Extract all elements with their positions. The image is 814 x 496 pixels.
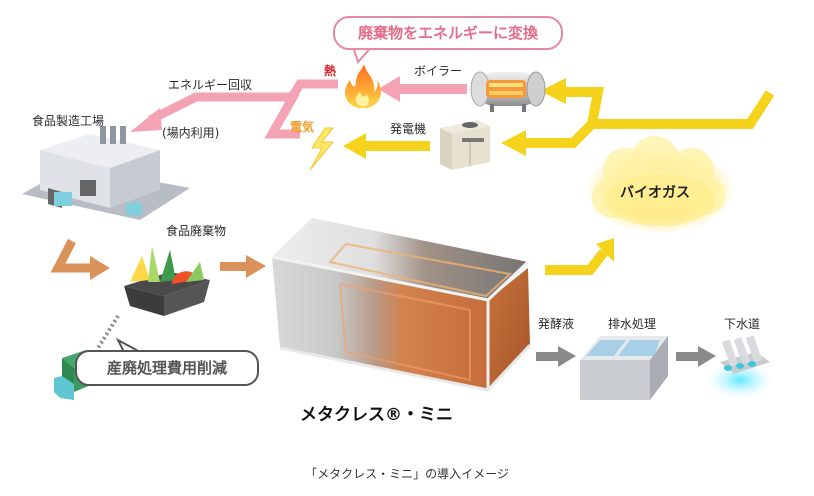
sewer-icon bbox=[708, 335, 772, 398]
flame-icon bbox=[345, 64, 381, 108]
food-waste-basket-icon bbox=[124, 246, 210, 316]
on-site-use-label: (場内利用) bbox=[162, 126, 220, 140]
biogas-cloud bbox=[588, 136, 732, 232]
food-factory-label: 食品製造工場 bbox=[32, 114, 105, 128]
boiler-label: ボイラー bbox=[414, 64, 463, 78]
fermentation-liquid-label: 発酵液 bbox=[538, 317, 575, 331]
energy-conversion-callout: 廃棄物をエネルギーに変換 bbox=[333, 16, 563, 50]
boiler-to-heat-arrow bbox=[378, 76, 467, 102]
boiler-icon bbox=[470, 71, 546, 112]
wastewater-to-sewer-arrow bbox=[676, 346, 716, 367]
waste-to-truck-dotted-arrow bbox=[96, 314, 120, 350]
tank-to-biogas-arrow bbox=[545, 238, 614, 275]
lightning-icon bbox=[309, 127, 335, 171]
wastewater-treatment-icon bbox=[580, 336, 668, 400]
biogas-to-generator-arrow bbox=[501, 120, 596, 156]
figure-caption: 「メタクレス・ミニ」の導入イメージ bbox=[305, 467, 509, 481]
generator-label: 発電機 bbox=[390, 122, 427, 136]
factory-icon bbox=[22, 126, 190, 220]
generator-to-electricity-arrow bbox=[343, 133, 430, 159]
tank-to-wastewater-arrow bbox=[536, 346, 576, 367]
food-waste-label: 食品廃棄物 bbox=[166, 224, 227, 238]
heat-label: 熱 bbox=[324, 64, 337, 78]
factory-to-waste-arrow bbox=[50, 238, 110, 280]
generator-icon bbox=[440, 120, 490, 170]
methacles-mini-tank bbox=[271, 218, 532, 392]
waste-to-tank-arrow bbox=[220, 255, 266, 278]
electricity-label: 電気 bbox=[290, 120, 315, 134]
energy-recovery-label: エネルギー回収 bbox=[168, 78, 253, 92]
wastewater-treatment-label: 排水処理 bbox=[608, 317, 657, 331]
cost-reduction-callout: 産廃処理費用削減 bbox=[75, 350, 259, 386]
energy-recovery-arrow bbox=[130, 79, 338, 139]
biogas-to-boiler-arrow bbox=[540, 78, 775, 129]
product-name-label: メタクレス®・ミニ bbox=[300, 405, 453, 425]
sewer-label: 下水道 bbox=[724, 317, 761, 331]
biogas-label: バイオガス bbox=[620, 185, 690, 201]
